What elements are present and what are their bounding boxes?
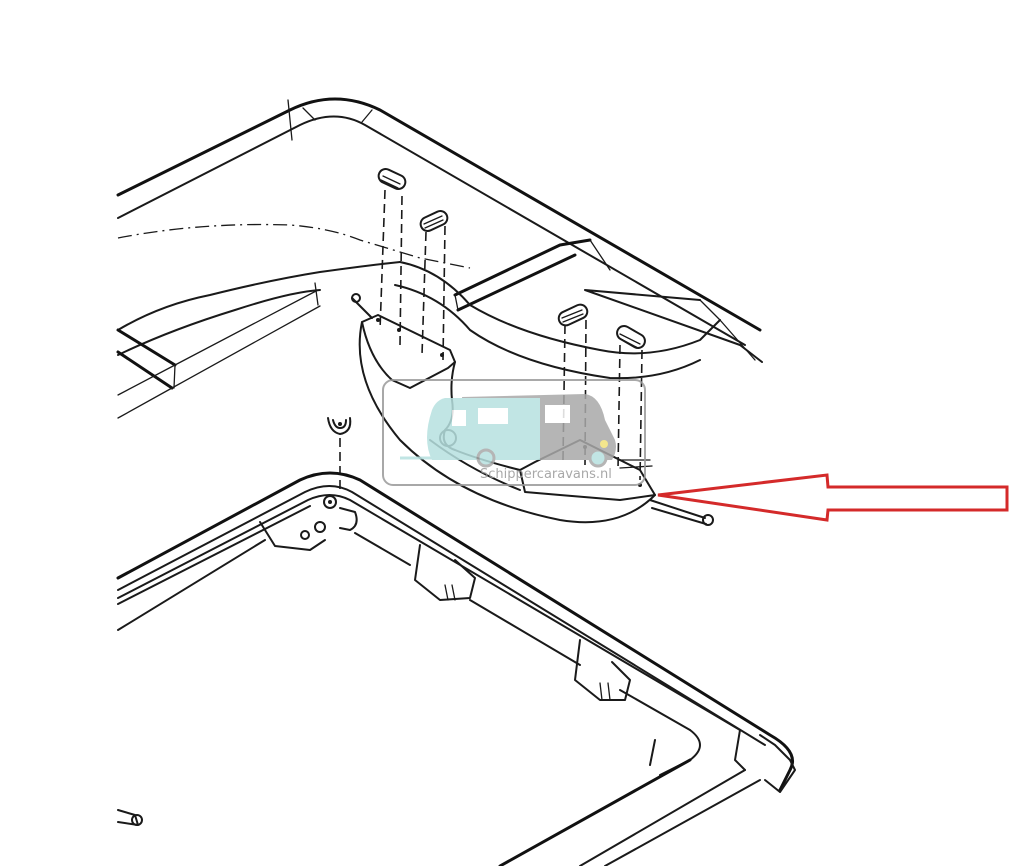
slot-clip-1 [377, 168, 407, 346]
loose-pin [117, 809, 143, 826]
upper-lid-frame [116, 97, 763, 419]
slot-clip-2 [419, 210, 449, 361]
watermark-text: Schippercaravans.nl [480, 467, 612, 482]
washer-nut [327, 417, 352, 490]
lower-base-frame [116, 471, 796, 866]
red-outline-arrow-icon [657, 473, 1009, 522]
slot-clip-4 [616, 325, 646, 481]
watermark-logo: Schippercaravans.nl [382, 379, 646, 486]
